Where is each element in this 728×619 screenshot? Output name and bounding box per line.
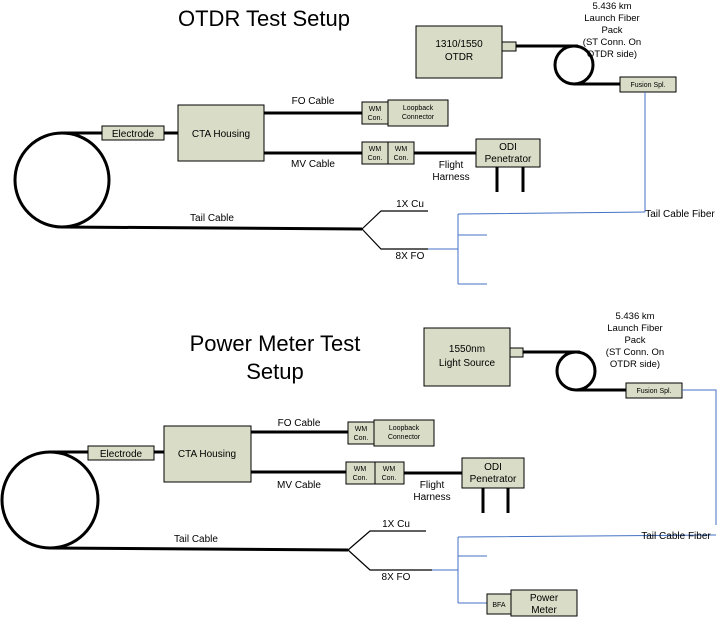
svg-text:Con.: Con.	[353, 475, 368, 482]
svg-text:WM: WM	[369, 106, 382, 113]
otdr-cu-label: 1X Cu	[396, 199, 424, 210]
svg-text:Con.: Con.	[394, 155, 409, 162]
pm-cta-housing-label: CTA Housing	[178, 449, 236, 460]
svg-text:Penetrator: Penetrator	[470, 474, 517, 485]
pm-cable-coil	[0, 450, 100, 550]
otdr-mv-cable-label: MV Cable	[291, 159, 335, 170]
svg-text:Con.: Con.	[368, 155, 383, 162]
otdr-odi-pins	[495, 167, 525, 192]
svg-text:WM: WM	[355, 426, 368, 433]
otdr-tail-cable-label: Tail Cable	[190, 213, 234, 224]
power-meter-label-2: Meter	[531, 605, 557, 616]
svg-text:Connector: Connector	[402, 114, 435, 121]
pm-tail-cable-fiber-label: Tail Cable Fiber	[641, 531, 711, 542]
otdr-loopback-connector-box	[387, 99, 449, 127]
otdr-setup-title: OTDR Test Setup	[178, 6, 350, 31]
svg-text:Launch Fiber: Launch Fiber	[584, 13, 639, 24]
power-meter-setup-title-2: Setup	[246, 359, 304, 384]
svg-text:WM: WM	[354, 466, 367, 473]
svg-text:(ST Conn. On: (ST Conn. On	[606, 347, 664, 358]
pm-tail-cable-line	[49, 546, 349, 552]
otdr-instrument-label-2: OTDR	[445, 52, 473, 63]
otdr-cable-coil	[13, 131, 111, 229]
svg-text:5.436 km: 5.436 km	[592, 1, 631, 12]
svg-text:Harness: Harness	[432, 172, 469, 183]
svg-text:OTDR side): OTDR side)	[610, 359, 660, 370]
otdr-fo-branch	[361, 228, 428, 250]
pm-fo-branch	[347, 549, 432, 571]
otdr-launch-fiber-label: 5.436 km Launch Fiber Pack (ST Conn. On …	[583, 1, 641, 60]
otdr-tail-cable-line	[61, 225, 363, 231]
svg-text:WM: WM	[395, 146, 408, 153]
pm-launch-fiber-label: 5.436 km Launch Fiber Pack (ST Conn. On …	[606, 311, 664, 370]
pm-tail-cable-fiber-lines	[432, 534, 717, 604]
svg-text:Loopback: Loopback	[389, 425, 420, 432]
svg-text:Loopback: Loopback	[403, 105, 434, 112]
light-source-port	[509, 347, 524, 358]
power-meter-setup-title-1: Power Meter Test	[190, 331, 361, 356]
otdr-instrument-label-1: 1310/1550	[435, 39, 483, 50]
otdr-instrument-box	[415, 25, 503, 79]
pm-electrode-label: Electrode	[100, 449, 143, 460]
svg-text:Connector: Connector	[388, 434, 421, 441]
otdr-fusion-splice-label: Fusion Spl.	[630, 82, 665, 89]
light-source-box	[423, 327, 511, 387]
pm-fusion-splice-label: Fusion Spl.	[636, 388, 671, 395]
pm-launch-fiber-coil	[555, 350, 597, 392]
otdr-fusion-splice-box	[619, 76, 677, 93]
pm-tail-cable-label: Tail Cable	[174, 534, 218, 545]
otdr-tail-cable-fiber-lines	[428, 211, 646, 285]
otdr-tail-cable-fiber-label: Tail Cable Fiber	[645, 209, 715, 220]
svg-text:OTDR side): OTDR side)	[587, 49, 637, 60]
pm-odi-penetrator-box	[461, 457, 525, 489]
pm-cu-label: 1X Cu	[382, 519, 410, 530]
svg-text:(ST Conn. On: (ST Conn. On	[583, 37, 641, 48]
otdr-odi-penetrator-box	[475, 138, 541, 168]
bfa-label: BFA	[492, 602, 506, 609]
svg-text:WM: WM	[383, 466, 396, 473]
otdr-test-setup-section: OTDR Test Setup 1310/1550 OTDR 5.436 km …	[13, 1, 715, 285]
pm-cu-branch	[347, 530, 426, 551]
otdr-cu-branch	[361, 210, 428, 230]
pm-fo-label: 8X FO	[382, 572, 411, 583]
power-meter-test-setup-section: Power Meter Test Setup 1550nm Light Sour…	[0, 311, 717, 617]
svg-text:Launch Fiber: Launch Fiber	[607, 323, 662, 334]
svg-text:Harness: Harness	[413, 492, 450, 503]
power-meter-label-1: Power	[530, 593, 559, 604]
pm-odi-pins	[481, 488, 510, 513]
otdr-fo-label: 8X FO	[396, 251, 425, 262]
pm-loopback-connector-box	[373, 419, 435, 447]
svg-text:Penetrator: Penetrator	[485, 154, 532, 165]
svg-text:Flight: Flight	[439, 160, 464, 171]
svg-text:Pack: Pack	[624, 335, 645, 346]
otdr-fo-cable-label: FO Cable	[292, 96, 335, 107]
otdr-electrode-label: Electrode	[112, 129, 155, 140]
svg-text:ODI: ODI	[484, 462, 502, 473]
pm-cta-housing-box	[163, 425, 252, 483]
svg-text:Con.: Con.	[382, 475, 397, 482]
svg-text:WM: WM	[369, 146, 382, 153]
svg-text:Pack: Pack	[601, 25, 622, 36]
svg-text:Flight: Flight	[420, 480, 445, 491]
otdr-cta-housing-label: CTA Housing	[192, 129, 250, 140]
otdr-port	[501, 41, 517, 52]
svg-text:ODI: ODI	[499, 142, 517, 153]
pm-fo-cable-label: FO Cable	[278, 418, 321, 429]
light-source-label-2: Light Source	[439, 358, 496, 369]
svg-text:Con.: Con.	[368, 115, 383, 122]
svg-text:Con.: Con.	[354, 435, 369, 442]
otdr-cta-housing-box	[177, 104, 265, 162]
light-source-label-1: 1550nm	[449, 344, 485, 355]
pm-fiber-drop	[682, 389, 717, 525]
pm-mv-cable-label: MV Cable	[277, 480, 321, 491]
power-meter-box	[510, 589, 578, 617]
svg-text:5.436 km: 5.436 km	[615, 311, 654, 322]
